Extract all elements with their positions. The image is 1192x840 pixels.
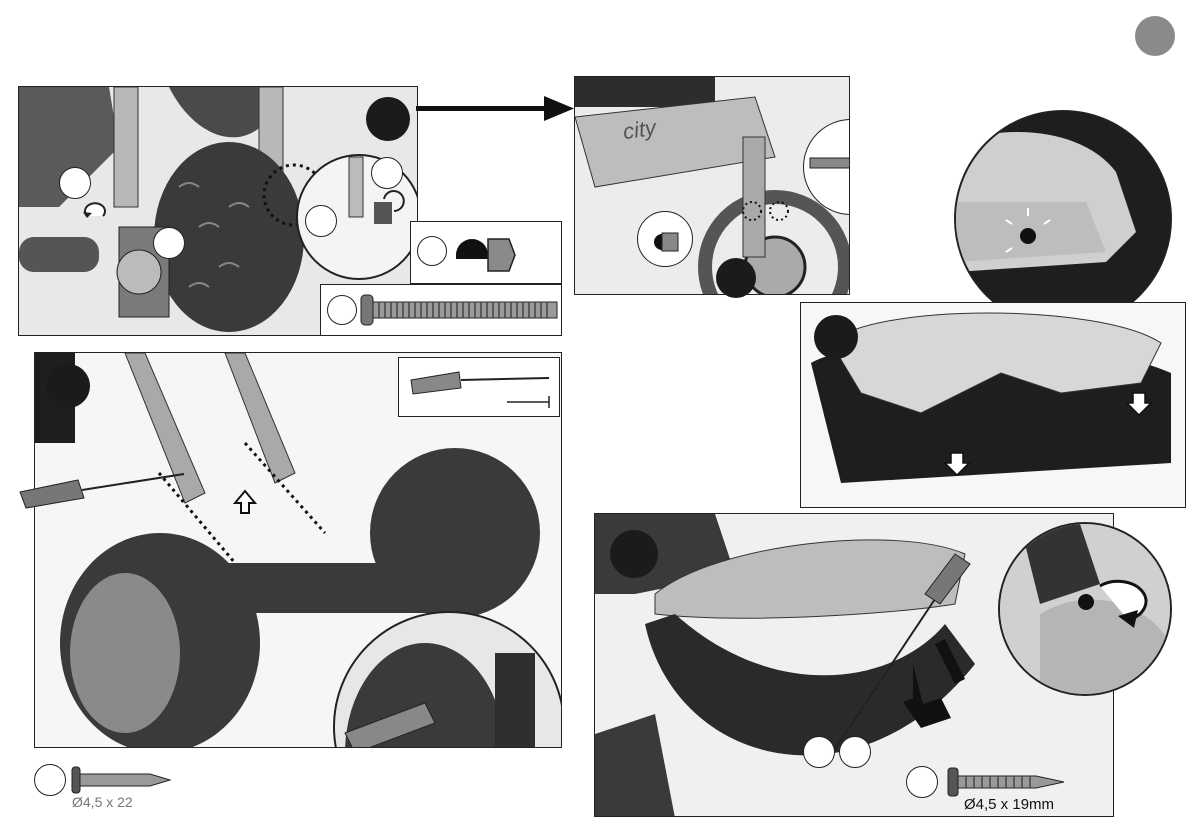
- seat-clip-illustration: [801, 303, 1186, 508]
- step-badge: [366, 97, 410, 141]
- step-number-circle: [153, 227, 185, 259]
- long-bolt-parts-box: [320, 284, 562, 336]
- cap-nut-icon: [638, 212, 694, 268]
- step-number-circle: [371, 157, 403, 189]
- screw-icon: [359, 291, 559, 331]
- brand-word: city: [621, 115, 657, 145]
- part-number-circle: [327, 295, 357, 325]
- screwdriver-icon: [399, 358, 559, 416]
- rotate-screw-detail-circle: [998, 522, 1172, 696]
- seat-hole-illustration: [956, 112, 1170, 326]
- step-number-circle: [803, 736, 835, 768]
- step-badge: [814, 315, 858, 359]
- step-number-circle: [839, 736, 871, 768]
- cap-nut-icon: [451, 227, 521, 277]
- right-arrow-icon: [416, 94, 576, 124]
- step-number-circle: [305, 205, 337, 237]
- step-badge: [610, 530, 658, 578]
- cap-nut-parts-box: [410, 221, 562, 284]
- rotate-arrow-icon: [79, 202, 107, 222]
- screw-icon: [946, 766, 1066, 798]
- step-badge: [716, 258, 756, 298]
- step-number-circle: [59, 167, 91, 199]
- part-number-circle: [34, 764, 66, 796]
- rotate-screw-illustration: [1000, 524, 1170, 694]
- screwdriver-icon: [18, 472, 188, 512]
- part-number-circle: [417, 236, 447, 266]
- step-panel-frame-bolt: city: [574, 76, 850, 295]
- part-number-circle: [906, 766, 938, 798]
- tools-box: [398, 357, 560, 417]
- page-number-badge: [1135, 16, 1175, 56]
- step-panel-seat-clip: [800, 302, 1186, 508]
- screw-dimension-label: Ø4,5 x 19mm: [964, 796, 1054, 813]
- seat-hole-detail-circle: [954, 110, 1172, 328]
- step-badge: [46, 364, 90, 408]
- bolt-detail-circle: [803, 119, 850, 215]
- screw-dimension-partial: Ø4,5 x 22: [72, 794, 133, 810]
- screw-icon: [804, 120, 850, 216]
- cap-nut-detail-circle: [637, 211, 693, 267]
- screw-icon: [70, 765, 180, 795]
